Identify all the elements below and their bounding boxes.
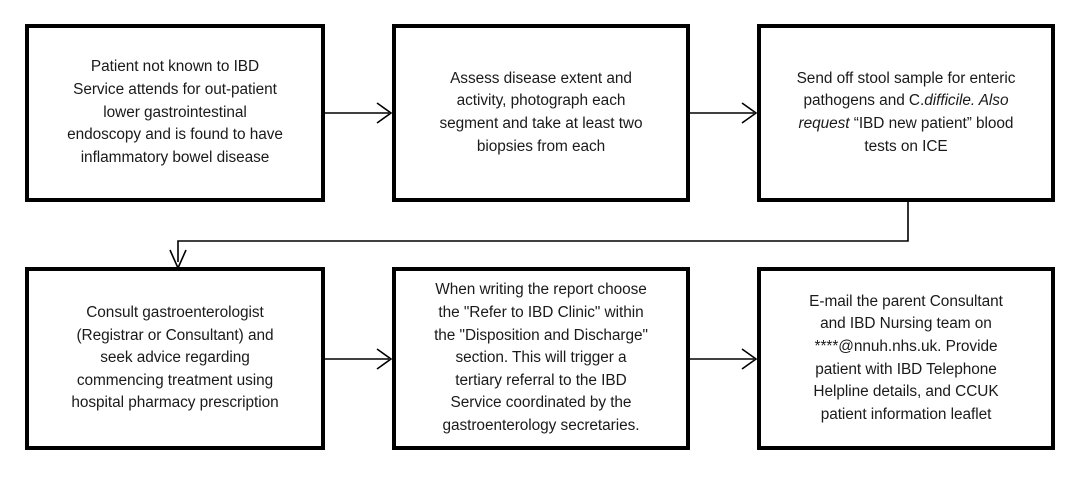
- flowchart-node-4[interactable]: Consult gastroenterologist (Registrar or…: [25, 267, 325, 450]
- flowchart-node-2[interactable]: Assess disease extent and activity, phot…: [392, 24, 690, 202]
- node-2-text: Assess disease extent and activity, phot…: [439, 69, 643, 155]
- connector-node2-to-node3-arrow-icon: [690, 102, 758, 124]
- node-4-text: Consult gastroenterologist (Registrar or…: [71, 303, 279, 412]
- node-5-text: When writing the report choose the "Refe…: [434, 281, 648, 435]
- connector-node1-to-node2-arrow-icon: [325, 102, 393, 124]
- connector-node5-to-node6-arrow-icon: [690, 348, 758, 370]
- flowchart-node-3[interactable]: Send off stool sample for enteric pathog…: [757, 24, 1055, 202]
- node-6-text: E-mail the parent Consultant and IBD Nur…: [809, 292, 1003, 423]
- connector-node3-to-node4-arrow-icon: [169, 200, 909, 270]
- node-1-text: Patient not known to IBD Service attends…: [67, 58, 283, 166]
- connector-node4-to-node5-arrow-icon: [325, 348, 393, 370]
- flowchart-node-6[interactable]: E-mail the parent Consultant and IBD Nur…: [757, 267, 1055, 450]
- flowchart-node-5[interactable]: When writing the report choose the "Refe…: [392, 267, 690, 450]
- flowchart-node-1[interactable]: Patient not known to IBD Service attends…: [25, 24, 325, 202]
- node-3-text: Send off stool sample for enteric pathog…: [796, 69, 1016, 155]
